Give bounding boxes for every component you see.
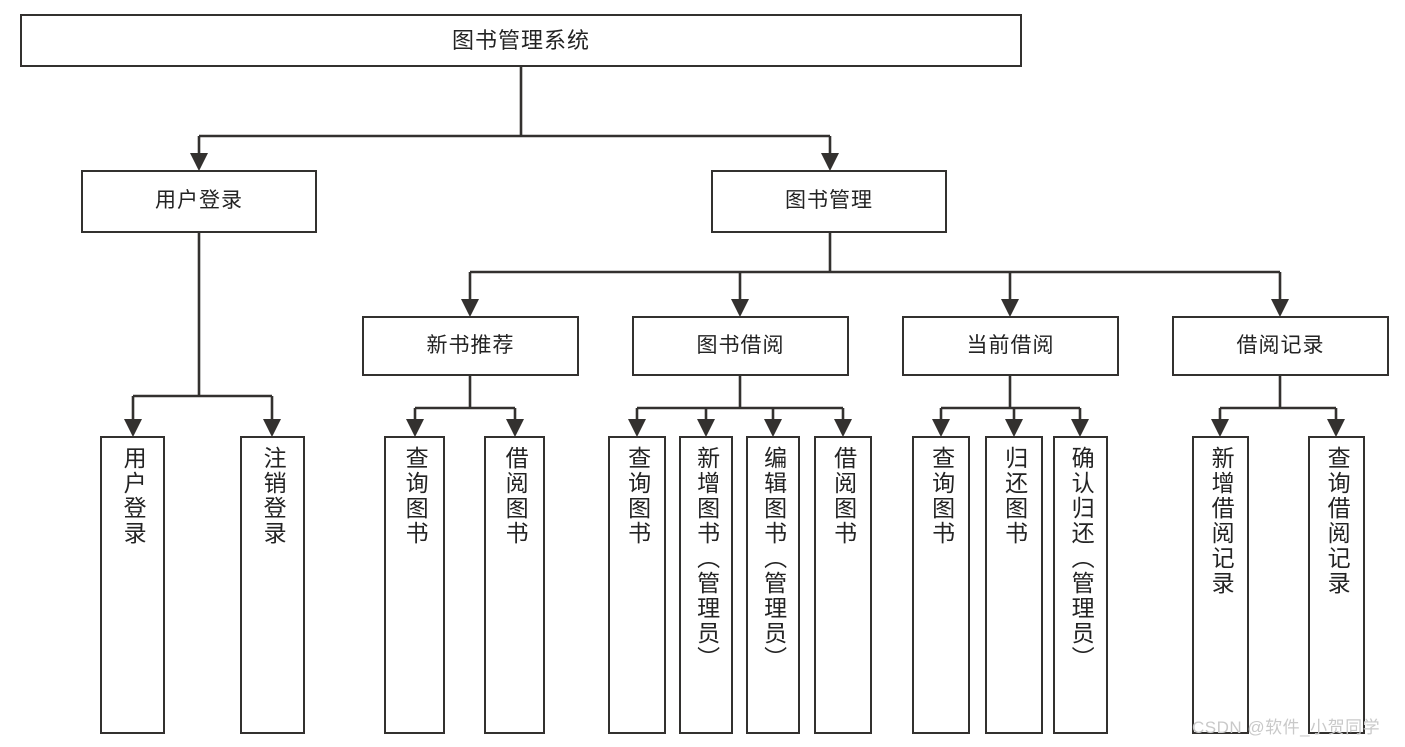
node-book-borrow[interactable]: 图书借阅	[632, 316, 849, 376]
leaf-label: 归还图书	[1001, 446, 1028, 546]
leaf-label: 新增图书（管理员）	[693, 446, 720, 671]
leaf-label: 新增借阅记录	[1208, 446, 1235, 596]
leaf-logout[interactable]: 注销登录	[240, 436, 305, 734]
leaf-query-book-current[interactable]: 查询图书	[912, 436, 970, 734]
node-book-borrow-label: 图书借阅	[696, 333, 785, 357]
node-user-login[interactable]: 用户登录	[81, 170, 317, 233]
csdn-watermark: CSDN @软件_小贺同学	[1192, 718, 1381, 737]
node-book-management-label: 图书管理	[785, 189, 873, 213]
leaf-borrow-book-new[interactable]: 借阅图书	[484, 436, 545, 734]
leaf-query-borrow-record[interactable]: 查询借阅记录	[1308, 436, 1365, 734]
leaf-label: 编辑图书（管理员）	[760, 446, 787, 671]
leaf-query-book-borrow[interactable]: 查询图书	[608, 436, 666, 734]
node-new-book-recommend-label: 新书推荐	[426, 333, 515, 357]
leaf-label: 注销登录	[260, 446, 287, 546]
leaf-label: 查询图书	[928, 446, 955, 546]
node-borrow-record-label: 借阅记录	[1236, 333, 1325, 357]
leaf-label: 查询图书	[402, 446, 429, 546]
leaf-label: 用户登录	[120, 446, 147, 546]
node-current-borrow[interactable]: 当前借阅	[902, 316, 1119, 376]
node-current-borrow-label: 当前借阅	[966, 333, 1055, 357]
node-root-label: 图书管理系统	[451, 27, 590, 53]
leaf-user-login[interactable]: 用户登录	[100, 436, 165, 734]
leaf-add-borrow-record[interactable]: 新增借阅记录	[1192, 436, 1249, 734]
leaf-confirm-return-admin[interactable]: 确认归还（管理员）	[1053, 436, 1108, 734]
leaf-add-book-admin[interactable]: 新增图书（管理员）	[679, 436, 733, 734]
leaf-edit-book-admin[interactable]: 编辑图书（管理员）	[746, 436, 800, 734]
node-user-login-label: 用户登录	[155, 189, 243, 213]
leaf-query-book-new[interactable]: 查询图书	[384, 436, 445, 734]
leaf-label: 查询图书	[624, 446, 651, 546]
leaf-label: 借阅图书	[830, 446, 857, 546]
leaf-label: 借阅图书	[502, 446, 529, 546]
leaf-return-book[interactable]: 归还图书	[985, 436, 1043, 734]
leaf-label: 查询借阅记录	[1324, 446, 1351, 596]
node-book-management[interactable]: 图书管理	[711, 170, 947, 233]
node-root[interactable]: 图书管理系统	[20, 14, 1022, 67]
leaf-label: 确认归还（管理员）	[1068, 446, 1095, 671]
leaf-borrow-book[interactable]: 借阅图书	[814, 436, 872, 734]
node-new-book-recommend[interactable]: 新书推荐	[362, 316, 579, 376]
node-borrow-record[interactable]: 借阅记录	[1172, 316, 1389, 376]
